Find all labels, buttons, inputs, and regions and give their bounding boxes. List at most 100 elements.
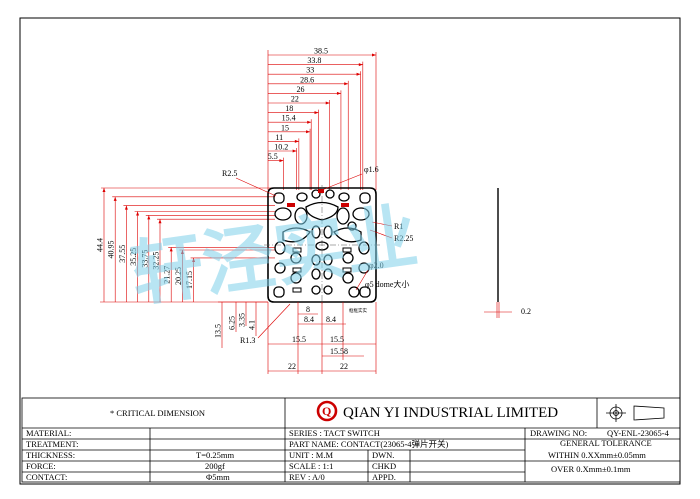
dim-top-26: 26 xyxy=(296,85,304,94)
label-r225: R2.25 xyxy=(394,234,413,243)
dim-top-11: 11 xyxy=(275,133,283,142)
dim-arrow xyxy=(336,91,341,95)
hole xyxy=(347,221,357,231)
leader xyxy=(369,229,393,239)
corner-slot xyxy=(359,192,371,204)
hole xyxy=(311,285,321,295)
hole xyxy=(348,286,360,298)
dim-top-38.5: 38.5 xyxy=(314,47,328,56)
dim-arrow xyxy=(147,215,151,220)
dim-left-20.25: 20.25 xyxy=(174,267,183,285)
dim-22-right: 22 xyxy=(340,362,348,371)
hole xyxy=(323,225,333,239)
dim-arrow xyxy=(124,205,128,210)
slot xyxy=(294,207,308,225)
watermark-text: 轩泾实业 xyxy=(126,194,423,317)
dim-bottom-left-13.5: 13.5 xyxy=(214,324,223,338)
general-tolerance: GENERAL TOLERANCE xyxy=(560,438,652,448)
leader xyxy=(257,303,291,339)
dim-22-left: 22 xyxy=(288,362,296,371)
tolerance-over: OVER 0.Xmm±0.1mm xyxy=(551,464,631,474)
hole xyxy=(311,268,321,280)
dim-left-33.75: 33.75 xyxy=(140,250,149,268)
company-logo-letter: Q xyxy=(322,404,331,418)
part-outline xyxy=(267,187,377,303)
dim-arrow xyxy=(136,211,140,216)
corner-slot xyxy=(273,192,285,204)
contact-pad xyxy=(342,267,352,273)
title-block-text: * CRITICAL DIMENSION Q QIAN YI INDUSTRIA… xyxy=(26,400,670,482)
dim-bottom-left-6.25: 6.25 xyxy=(228,316,237,330)
hole xyxy=(315,241,329,251)
contact-pad xyxy=(342,247,352,253)
dim-arrow xyxy=(307,120,312,124)
dim-arrow xyxy=(325,101,330,105)
title-block xyxy=(21,397,681,483)
contact-pad xyxy=(292,267,302,273)
dim-bottom-left-3.35: 3.35 xyxy=(238,313,247,327)
label-dome: φ5 dome大小 xyxy=(365,279,409,289)
slot xyxy=(336,207,350,225)
dim-top-18: 18 xyxy=(285,104,293,113)
series-field: SERIES : TACT SWITCH xyxy=(289,428,380,438)
label-note: 框框实实 xyxy=(349,307,367,314)
label-r1: R1 xyxy=(394,222,403,231)
hole xyxy=(323,268,333,280)
projection-symbol-icon xyxy=(606,404,665,422)
hole xyxy=(342,272,354,284)
scale-field: SCALE : 1:1 xyxy=(289,461,333,471)
dim-arrow xyxy=(306,130,311,134)
dim-left-44.4: 44.4 xyxy=(96,238,105,252)
dim-arrow xyxy=(102,188,106,192)
label-phi20: φ2.0 xyxy=(369,261,384,270)
dim-arrow xyxy=(294,139,299,143)
slot xyxy=(352,207,370,221)
contact-pad xyxy=(341,203,349,207)
leader xyxy=(355,269,369,291)
thickness-label: THICKNESS: xyxy=(26,450,75,460)
dim-8: 8 xyxy=(306,305,310,314)
dim-arrow xyxy=(344,82,349,86)
thickness-value: T=0.25mm xyxy=(196,450,234,460)
hole xyxy=(325,189,335,199)
dim-left-17.15: 17.15 xyxy=(185,271,194,289)
material-label: MATERIAL: xyxy=(26,428,71,438)
drawing-no-value: QY-ENL-23065-4 xyxy=(607,428,670,438)
tolerance-within: WITHIN 0.XXmm±0.05mm xyxy=(548,450,646,460)
thickness-view: 0.2 xyxy=(484,188,531,318)
contact-part xyxy=(264,185,380,306)
dim-15.58: 15.58 xyxy=(330,347,348,356)
dim-left-35.25: 35.25 xyxy=(129,248,138,266)
dim-arrow xyxy=(279,159,284,163)
hole xyxy=(323,254,333,266)
dim-arrow xyxy=(192,257,196,262)
dim-left-32.25: 32.25 xyxy=(152,252,161,270)
critical-dimension-note: * CRITICAL DIMENSION xyxy=(110,408,205,418)
dim-left-37.55: 37.55 xyxy=(118,245,127,263)
part-name-field: PART NAME: CONTACT(23065-4弹片开关) xyxy=(289,439,449,449)
dim-top-10.2: 10.2 xyxy=(274,143,288,152)
dim-arrow xyxy=(158,219,162,224)
dim-arrow xyxy=(292,149,297,153)
hole xyxy=(311,225,321,239)
contact-pad xyxy=(318,189,324,193)
hole xyxy=(311,189,321,199)
bottom-dimension-labels: 8 8.4 8.4 15.5 15.5 15.58 22 22 xyxy=(288,305,348,371)
hole xyxy=(290,272,302,284)
dim-top-28.6: 28.6 xyxy=(300,75,314,84)
appd-field: APPD. xyxy=(372,472,396,482)
dim-arrow xyxy=(314,111,319,115)
dim-top-5.5: 5.5 xyxy=(268,152,278,161)
hole xyxy=(296,192,308,202)
dim-top-33: 33 xyxy=(306,66,314,75)
hole xyxy=(358,262,370,274)
dim-15.5-left: 15.5 xyxy=(292,335,306,344)
dim-0.2: 0.2 xyxy=(521,307,531,316)
company-name: QIAN YI INDUSTRIAL LIMITED xyxy=(343,405,558,421)
slot xyxy=(274,207,292,221)
sheet-border xyxy=(19,17,681,485)
